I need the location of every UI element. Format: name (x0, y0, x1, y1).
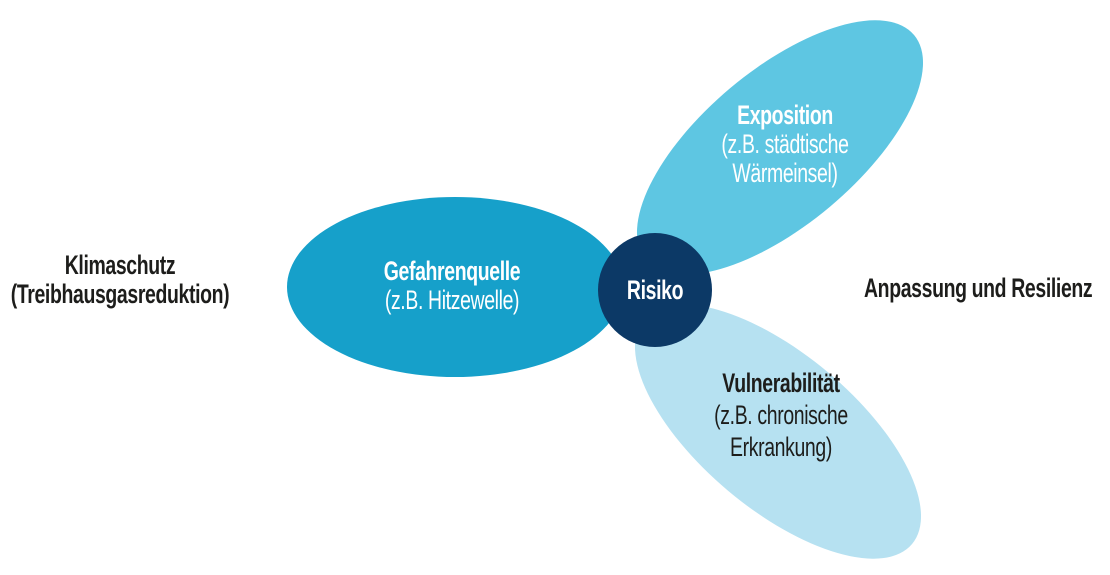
exposition-subtitle-line-2: Wärmeinsel) (732, 158, 838, 188)
klimaschutz-label: Klimaschutz (Treibhausgasreduktion) (0, 251, 250, 309)
anpassung-line-1: Anpassung und Resilienz (864, 273, 1093, 303)
klimaschutz-line-2: (Treibhausgasreduktion) (10, 279, 230, 309)
gefahrenquelle-subtitle: (z.B. Hitzewelle) (384, 285, 520, 315)
vulnerabilitaet-subtitle-line-2: Erkrankung) (730, 432, 832, 462)
gefahrenquelle-ellipse (287, 197, 623, 377)
exposition-label: Exposition (z.B. städtische Wärmeinsel) (670, 101, 900, 188)
klimaschutz-line-1: Klimaschutz (64, 250, 176, 280)
anpassung-resilienz-label: Anpassung und Resilienz (864, 273, 1093, 303)
vulnerabilitaet-label: Vulnerabilität (z.B. chronische Erkranku… (666, 367, 896, 463)
vulnerabilitaet-title: Vulnerabilität (722, 368, 840, 398)
exposition-subtitle-line-1: (z.B. städtische (721, 129, 849, 159)
gefahrenquelle-label: Gefahrenquelle (z.B. Hitzewelle) (337, 257, 567, 315)
exposition-title: Exposition (737, 100, 833, 130)
risiko-circle: Risiko (598, 233, 712, 347)
gefahrenquelle-title: Gefahrenquelle (383, 256, 521, 286)
risiko-label: Risiko (626, 274, 684, 305)
vulnerabilitaet-subtitle-line-1: (z.B. chronische (714, 400, 848, 430)
